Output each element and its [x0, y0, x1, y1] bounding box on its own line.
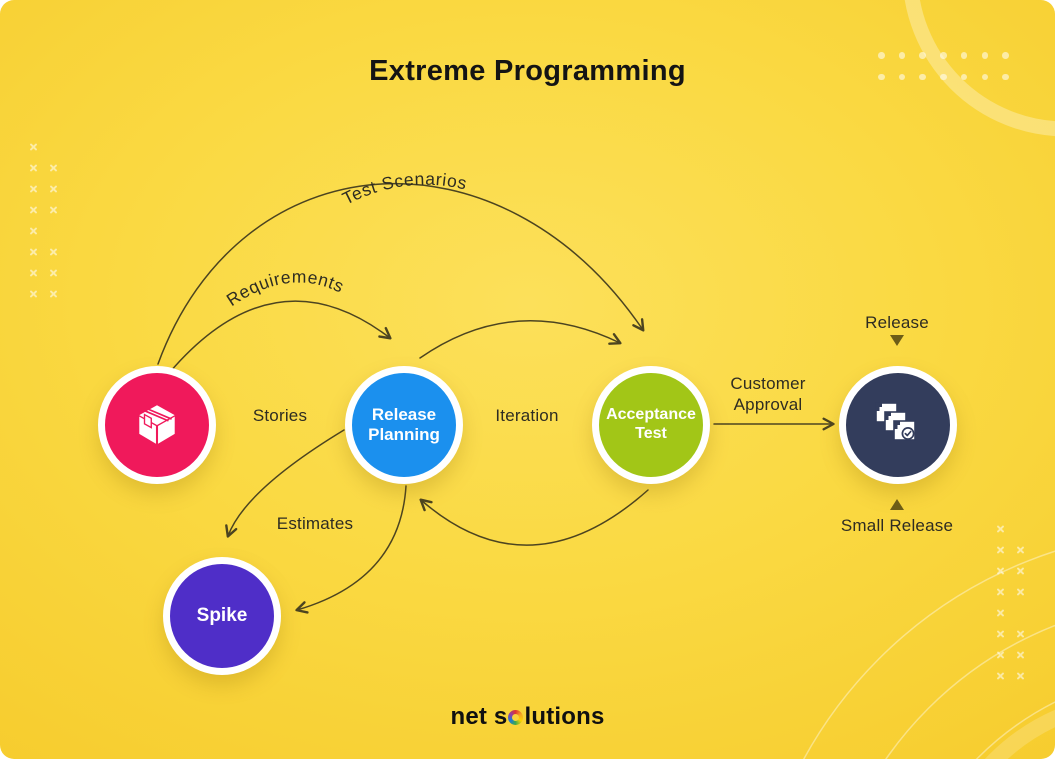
decor-cross-icon	[49, 289, 58, 298]
decor-dot-icon	[919, 73, 926, 80]
decor-cross-icon	[1016, 650, 1025, 659]
decor-cross-icon	[996, 650, 1005, 659]
decor-cross-icon	[49, 268, 58, 277]
decor-dot-icon	[878, 52, 885, 59]
decor-cross-icon	[996, 566, 1005, 575]
decor-cross-icon	[1016, 629, 1025, 638]
decor-cross-icon	[29, 184, 38, 193]
release-planning-label: Release Planning	[368, 404, 440, 444]
decor-cross-icon	[29, 289, 38, 298]
label-stories: Stories	[252, 406, 308, 425]
acceptance-test-label: Acceptance Test	[606, 406, 696, 442]
page-title: Extreme Programming	[369, 55, 686, 87]
decor-dot-icon	[981, 73, 988, 80]
decor-cross-icon	[996, 608, 1005, 617]
decor-dot-icon	[878, 73, 885, 80]
label-release: Release	[865, 313, 929, 332]
node-acceptance-test: Acceptance Test	[592, 366, 710, 484]
decor-dot-icon	[940, 52, 947, 59]
curved-label-test-scenarios: Test Scenarios	[339, 169, 469, 209]
decor-dot-icon	[981, 52, 988, 59]
net-solutions-logo: net s lutions	[0, 703, 1055, 731]
label-customer-approval: Customer Approval	[730, 374, 806, 415]
decor-cross-icon	[1016, 566, 1025, 575]
decor-dot-icon	[1002, 52, 1009, 59]
decor-cross-icon	[29, 226, 38, 235]
decor-cross-icon	[49, 205, 58, 214]
decor-cross-icon	[996, 629, 1005, 638]
spike-label: Spike	[196, 604, 248, 626]
label-iteration: Iteration	[495, 406, 559, 425]
decor-cross-icon	[49, 163, 58, 172]
logo-colored-o-icon	[508, 710, 524, 725]
arc-planning-to-spike-right	[295, 485, 407, 614]
logo-text-prefix: net s	[450, 703, 508, 730]
node-spike: Spike	[163, 557, 281, 675]
arc-test-scenarios	[157, 182, 645, 365]
decor-dot-icon	[898, 73, 906, 80]
label-estimates: Estimates	[276, 514, 354, 533]
decor-cross-icon	[29, 247, 38, 256]
decor-cross-icon	[29, 268, 38, 277]
decor-cross-icon	[49, 247, 58, 256]
decor-cross-icon	[996, 524, 1005, 533]
triangle-up-small-release-icon	[890, 499, 904, 510]
arc-iteration-forward	[419, 320, 622, 359]
decor-cross-icon	[1016, 671, 1025, 680]
arc-requirements	[169, 300, 392, 373]
decor-cross-icon	[49, 184, 58, 193]
triangle-down-release-icon	[890, 335, 904, 346]
logo-text-suffix: lutions	[524, 703, 605, 730]
node-requirements-box	[98, 366, 216, 484]
decor-cross-icon	[29, 142, 38, 151]
node-small-releases	[839, 366, 957, 484]
curved-label-requirements: Requirements	[223, 266, 348, 309]
decor-dot-icon	[1002, 73, 1009, 80]
decor-dot-icon	[898, 52, 906, 59]
decor-dot-icon	[940, 73, 947, 80]
decor-dot-icon	[960, 73, 968, 80]
decor-dot-icon	[960, 52, 968, 59]
decor-cross-icon	[1016, 545, 1025, 554]
decor-cross-icon	[996, 671, 1005, 680]
package-box-icon	[139, 405, 175, 444]
arc-iteration-return	[419, 489, 649, 546]
decor-dot-icon	[919, 52, 926, 59]
label-small-release: Small Release	[840, 516, 954, 535]
decor-cross-icon	[29, 163, 38, 172]
decor-cross-icon	[996, 587, 1005, 596]
decor-cross-icon	[1016, 587, 1025, 596]
decor-cross-icon	[996, 545, 1005, 554]
node-release-planning: Release Planning	[345, 366, 463, 484]
stacked-releases-check-icon	[875, 402, 916, 441]
decor-cross-icon	[29, 205, 38, 214]
